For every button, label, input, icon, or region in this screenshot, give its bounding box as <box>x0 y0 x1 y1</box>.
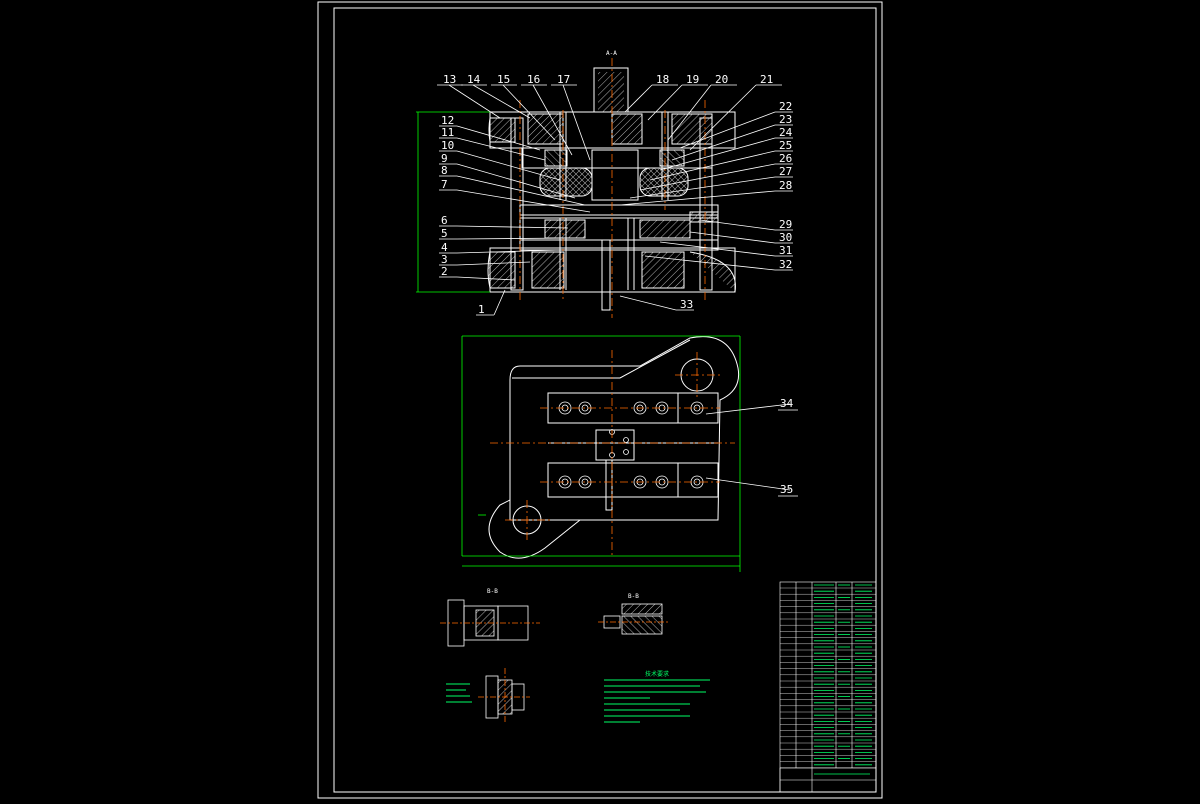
part-number-9: 9 <box>441 152 448 165</box>
part-number-6: 6 <box>441 214 448 227</box>
punch-holder <box>591 149 639 201</box>
part-number-15: 15 <box>497 73 510 86</box>
plan-holes <box>558 401 704 489</box>
stripper-plate <box>519 204 719 216</box>
leaders-right <box>619 84 793 311</box>
part-number-7: 7 <box>441 178 448 191</box>
plan-dimensions <box>461 335 741 572</box>
technical-requirements-lines <box>604 679 710 723</box>
part-number-20: 20 <box>715 73 728 86</box>
section-dimensions <box>416 111 490 293</box>
part-number-23: 23 <box>779 113 792 126</box>
part-number-21: 21 <box>760 73 773 86</box>
part-number-24: 24 <box>779 126 793 139</box>
part-number-31: 31 <box>779 244 792 257</box>
part-number-34: 34 <box>780 397 794 410</box>
part-number-30: 30 <box>779 231 792 244</box>
plan-centerlines <box>490 350 735 555</box>
part-number-22: 22 <box>779 100 792 113</box>
outer-frame <box>317 1 883 799</box>
part-number-17: 17 <box>557 73 570 86</box>
plan-leaders <box>705 403 791 491</box>
ejector-rod <box>601 239 611 311</box>
part-number-33: 33 <box>680 298 693 311</box>
part-number-2: 2 <box>441 265 448 278</box>
part-number-12: 12 <box>441 114 454 127</box>
detail-view-2 <box>598 603 670 635</box>
leaders-left <box>437 84 591 316</box>
guide-post-left <box>510 117 524 291</box>
part-number-16: 16 <box>527 73 540 86</box>
bolt-hole <box>633 475 647 489</box>
part-number-26: 26 <box>779 152 792 165</box>
lower-die-ear <box>488 499 581 559</box>
die-insert-lower <box>547 462 719 498</box>
part-number-5: 5 <box>441 227 448 240</box>
bolt-hole <box>633 401 647 415</box>
detail-view-3 <box>478 668 530 724</box>
part-number-1: 1 <box>478 303 485 316</box>
part-number-13: 13 <box>443 73 456 86</box>
part-number-18: 18 <box>656 73 669 86</box>
detail-b-label: B-B <box>628 593 639 600</box>
lower-die-outline <box>509 336 740 521</box>
tech-requirements-title: 技术要求 <box>645 670 669 678</box>
part-number-27: 27 <box>779 165 792 178</box>
guide-post-right <box>699 117 713 291</box>
part-number-14: 14 <box>467 73 481 86</box>
detail-note-scribble <box>446 683 472 703</box>
bom-entries <box>814 584 872 775</box>
part-number-19: 19 <box>686 73 699 86</box>
part-number-28: 28 <box>779 179 792 192</box>
part-number-3: 3 <box>441 253 448 266</box>
part-number-25: 25 <box>779 139 792 152</box>
rubber-spring-right <box>639 167 689 197</box>
bom-rows <box>780 587 876 768</box>
part-number-10: 10 <box>441 139 454 152</box>
detail-a-label: B-B <box>487 588 498 595</box>
part-number-29: 29 <box>779 218 792 231</box>
part-number-4: 4 <box>441 241 448 254</box>
punch-block <box>595 429 635 461</box>
part-number-11: 11 <box>441 126 454 139</box>
section-label: A-A <box>606 50 617 57</box>
plan-view <box>488 336 740 559</box>
part-number-8: 8 <box>441 164 448 177</box>
part-number-32: 32 <box>779 258 792 271</box>
detail-view-1 <box>440 599 540 647</box>
section-view <box>487 67 736 311</box>
inner-frame <box>333 7 877 793</box>
